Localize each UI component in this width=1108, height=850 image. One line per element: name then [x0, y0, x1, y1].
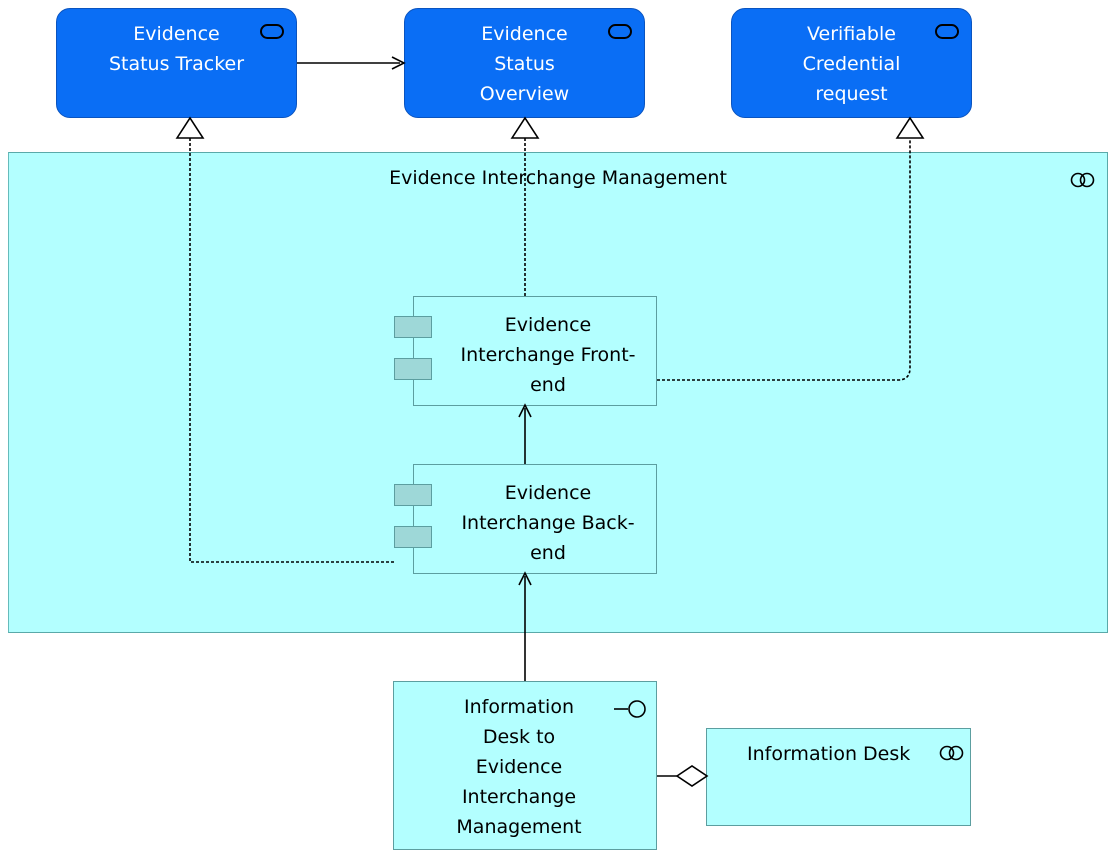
realization-connector[interactable]: [189, 138, 394, 563]
service-label-line: Evidence: [133, 23, 220, 45]
collaboration-icon: [1070, 172, 1095, 188]
interface-icon: [614, 700, 646, 718]
arrow-head-icon: [391, 56, 406, 70]
component-tab-icon: [394, 316, 432, 338]
realization-arrow-icon: [510, 116, 540, 139]
interface-label-line: Information: [464, 696, 574, 718]
component-label-line: end: [530, 374, 566, 396]
component-evidence-interchange-front-end[interactable]: Evidence Interchange Front- end: [413, 296, 657, 406]
service-label-line: Verifiable: [807, 23, 896, 45]
service-label-line: Evidence: [481, 23, 568, 45]
business-service-icon: [260, 24, 284, 39]
service-label-line: Credential: [802, 53, 901, 75]
interface-label-line: Desk to: [482, 726, 556, 748]
component-tab-icon: [394, 526, 432, 548]
service-evidence-status-overview[interactable]: Evidence Status Overview: [404, 8, 645, 118]
component-label-line: Interchange Front-: [460, 344, 636, 366]
component-label-line: Evidence: [504, 482, 592, 504]
collaboration-icon: [939, 745, 964, 761]
business-service-icon: [608, 24, 632, 39]
arrow-head-icon: [518, 571, 532, 586]
service-label-line: Status: [494, 53, 555, 75]
role-information-desk[interactable]: Information Desk: [706, 728, 971, 826]
component-label-line: Evidence: [504, 314, 592, 336]
realization-arrow-icon: [895, 116, 925, 139]
component-tab-icon: [394, 484, 432, 506]
business-service-icon: [935, 24, 959, 39]
component-label-line: Interchange Back-: [461, 512, 635, 534]
service-evidence-status-tracker[interactable]: Evidence Status Tracker: [56, 8, 297, 118]
component-tab-icon: [394, 358, 432, 380]
collaboration-title: Evidence Interchange Management: [389, 167, 727, 189]
service-label-line: request: [815, 83, 888, 105]
interface-label-line: Management: [456, 816, 582, 838]
aggregation-diamond-icon: [675, 765, 709, 787]
interface-information-desk-to-evidence-interchange[interactable]: Information Desk to Evidence Interchange…: [393, 681, 657, 850]
component-evidence-interchange-back-end[interactable]: Evidence Interchange Back- end: [413, 464, 657, 574]
interface-label-line: Evidence: [475, 756, 563, 778]
service-label-line: Overview: [479, 83, 570, 105]
component-label-line: end: [530, 542, 566, 564]
interface-label-line: Interchange: [461, 786, 577, 808]
service-label-line: Status Tracker: [108, 53, 245, 75]
realization-connector[interactable]: [657, 138, 911, 381]
role-title: Information Desk: [747, 743, 911, 765]
arrow-head-icon: [518, 403, 532, 418]
service-verifiable-credential-request[interactable]: Verifiable Credential request: [731, 8, 972, 118]
realization-arrow-icon: [175, 116, 205, 139]
